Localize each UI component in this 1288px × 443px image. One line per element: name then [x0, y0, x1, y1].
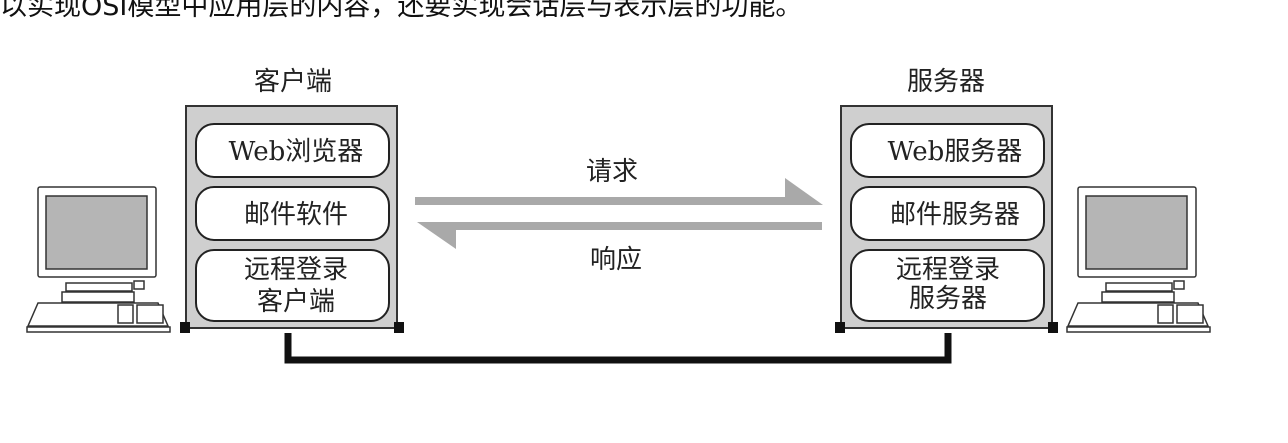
- client-layer-telnet-line2: 客户端: [257, 287, 335, 317]
- client-layer-web: [195, 123, 390, 178]
- server-computer-icon: [1066, 186, 1211, 333]
- client-stack: 客户端 Web浏览器 邮件软件 远程登录 客户端: [180, 67, 404, 333]
- server-layer-telnet: [850, 249, 1045, 322]
- response-arrow: [417, 222, 822, 249]
- client-layer-mail: [195, 186, 390, 241]
- server-layer-telnet-line2: 服务器: [909, 284, 987, 314]
- server-layer-web-label: Web服务器: [888, 137, 1023, 167]
- request-label: 请求: [586, 157, 638, 187]
- client-layer-telnet-line1: 远程登录: [244, 255, 348, 285]
- client-layer-telnet: [195, 249, 390, 322]
- intro-text: 以实现OSI模型中应用层的内容，还要实现会话层与表示层的功能。: [0, 0, 803, 18]
- network-cable: [284, 333, 952, 364]
- server-layer-mail: [850, 186, 1045, 241]
- client-layer-mail-label: 邮件软件: [244, 200, 348, 230]
- server-layer-web: [850, 123, 1045, 178]
- server-layer-telnet-line1: 远程登录: [896, 255, 1000, 285]
- client-layer-web-label: Web浏览器: [229, 137, 364, 167]
- server-layer-mail-label: 邮件服务器: [890, 200, 1020, 230]
- client-title: 客户端: [254, 67, 332, 97]
- client-computer-icon: [26, 186, 171, 333]
- server-stack: 服务器 Web服务器 邮件服务器 远程登录 服务器: [835, 67, 1058, 333]
- server-title: 服务器: [907, 67, 985, 97]
- response-label: 响应: [590, 245, 642, 275]
- request-arrow: [415, 178, 823, 205]
